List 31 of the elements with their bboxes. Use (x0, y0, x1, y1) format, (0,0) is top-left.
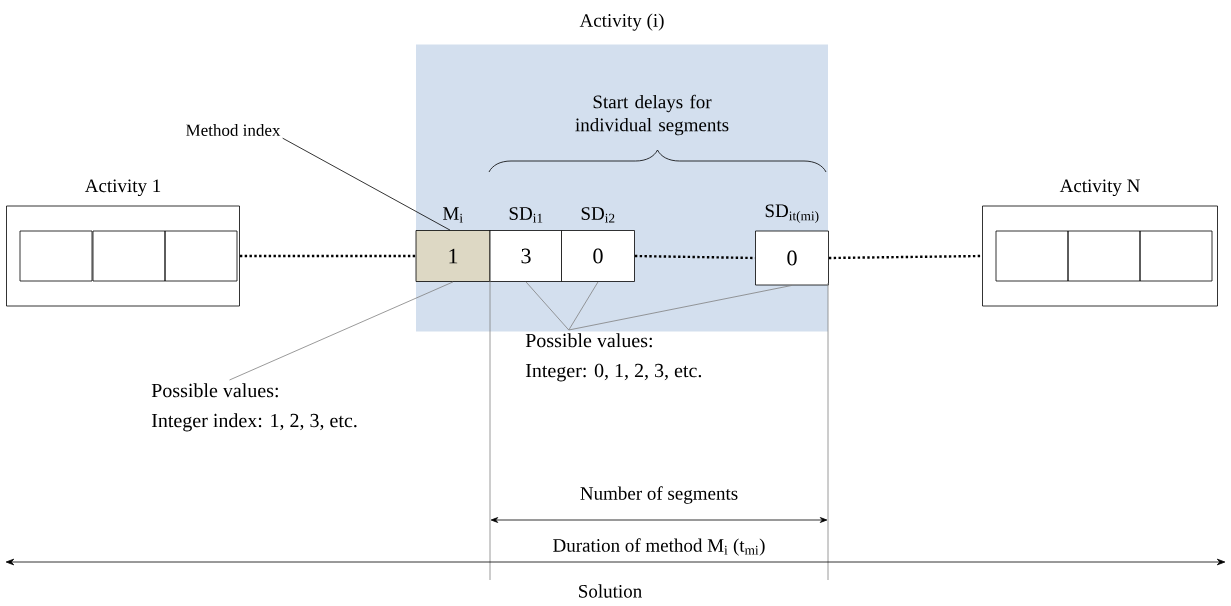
gene-cell (995, 230, 1069, 282)
dimension-label: Number of segments (580, 486, 738, 504)
dimension-label: Duration of method M$_{i}$ (t$_{mi}$) (551, 537, 767, 557)
annotation-text: Method index (186, 124, 281, 136)
brace-label: Start delays for individual segments (575, 94, 729, 136)
leader-line (282, 137, 451, 231)
leader-line (229, 281, 454, 381)
leader-line (568, 281, 599, 331)
cell-header: SD$_{i2}$ (581, 207, 615, 223)
gene-cell: 3 (489, 230, 563, 282)
gene-cell (1139, 230, 1213, 282)
dotted-connector (828, 254, 983, 260)
axis-label: Solution (579, 584, 642, 598)
cell-header: M$_{i}$ (443, 207, 463, 223)
gene-cell (19, 230, 93, 282)
annotation-text: Possible values: Integer: 0, 1, 2, 3, etc. (525, 333, 702, 382)
dotted-connector (239, 254, 416, 258)
activity-title: Activity 1 (84, 179, 161, 197)
leader-line (568, 285, 793, 331)
activity-title: Activity N (1059, 179, 1140, 197)
gene-cell: 0 (755, 230, 829, 286)
gene-cell (1067, 230, 1141, 282)
cell-header: SD$_{it(mi)}$ (765, 204, 819, 224)
annotation-text: Possible values: Integer index: 1, 2, 3, etc. (151, 383, 357, 432)
gene-cell (164, 230, 238, 282)
activity-title: Activity (i) (579, 13, 664, 31)
cell-header: SD$_{i1}$ (509, 207, 543, 223)
gene-cell: 1 (415, 230, 491, 282)
gene-cell (92, 230, 166, 282)
leader-line (525, 281, 570, 331)
gene-cell: 0 (561, 230, 635, 282)
